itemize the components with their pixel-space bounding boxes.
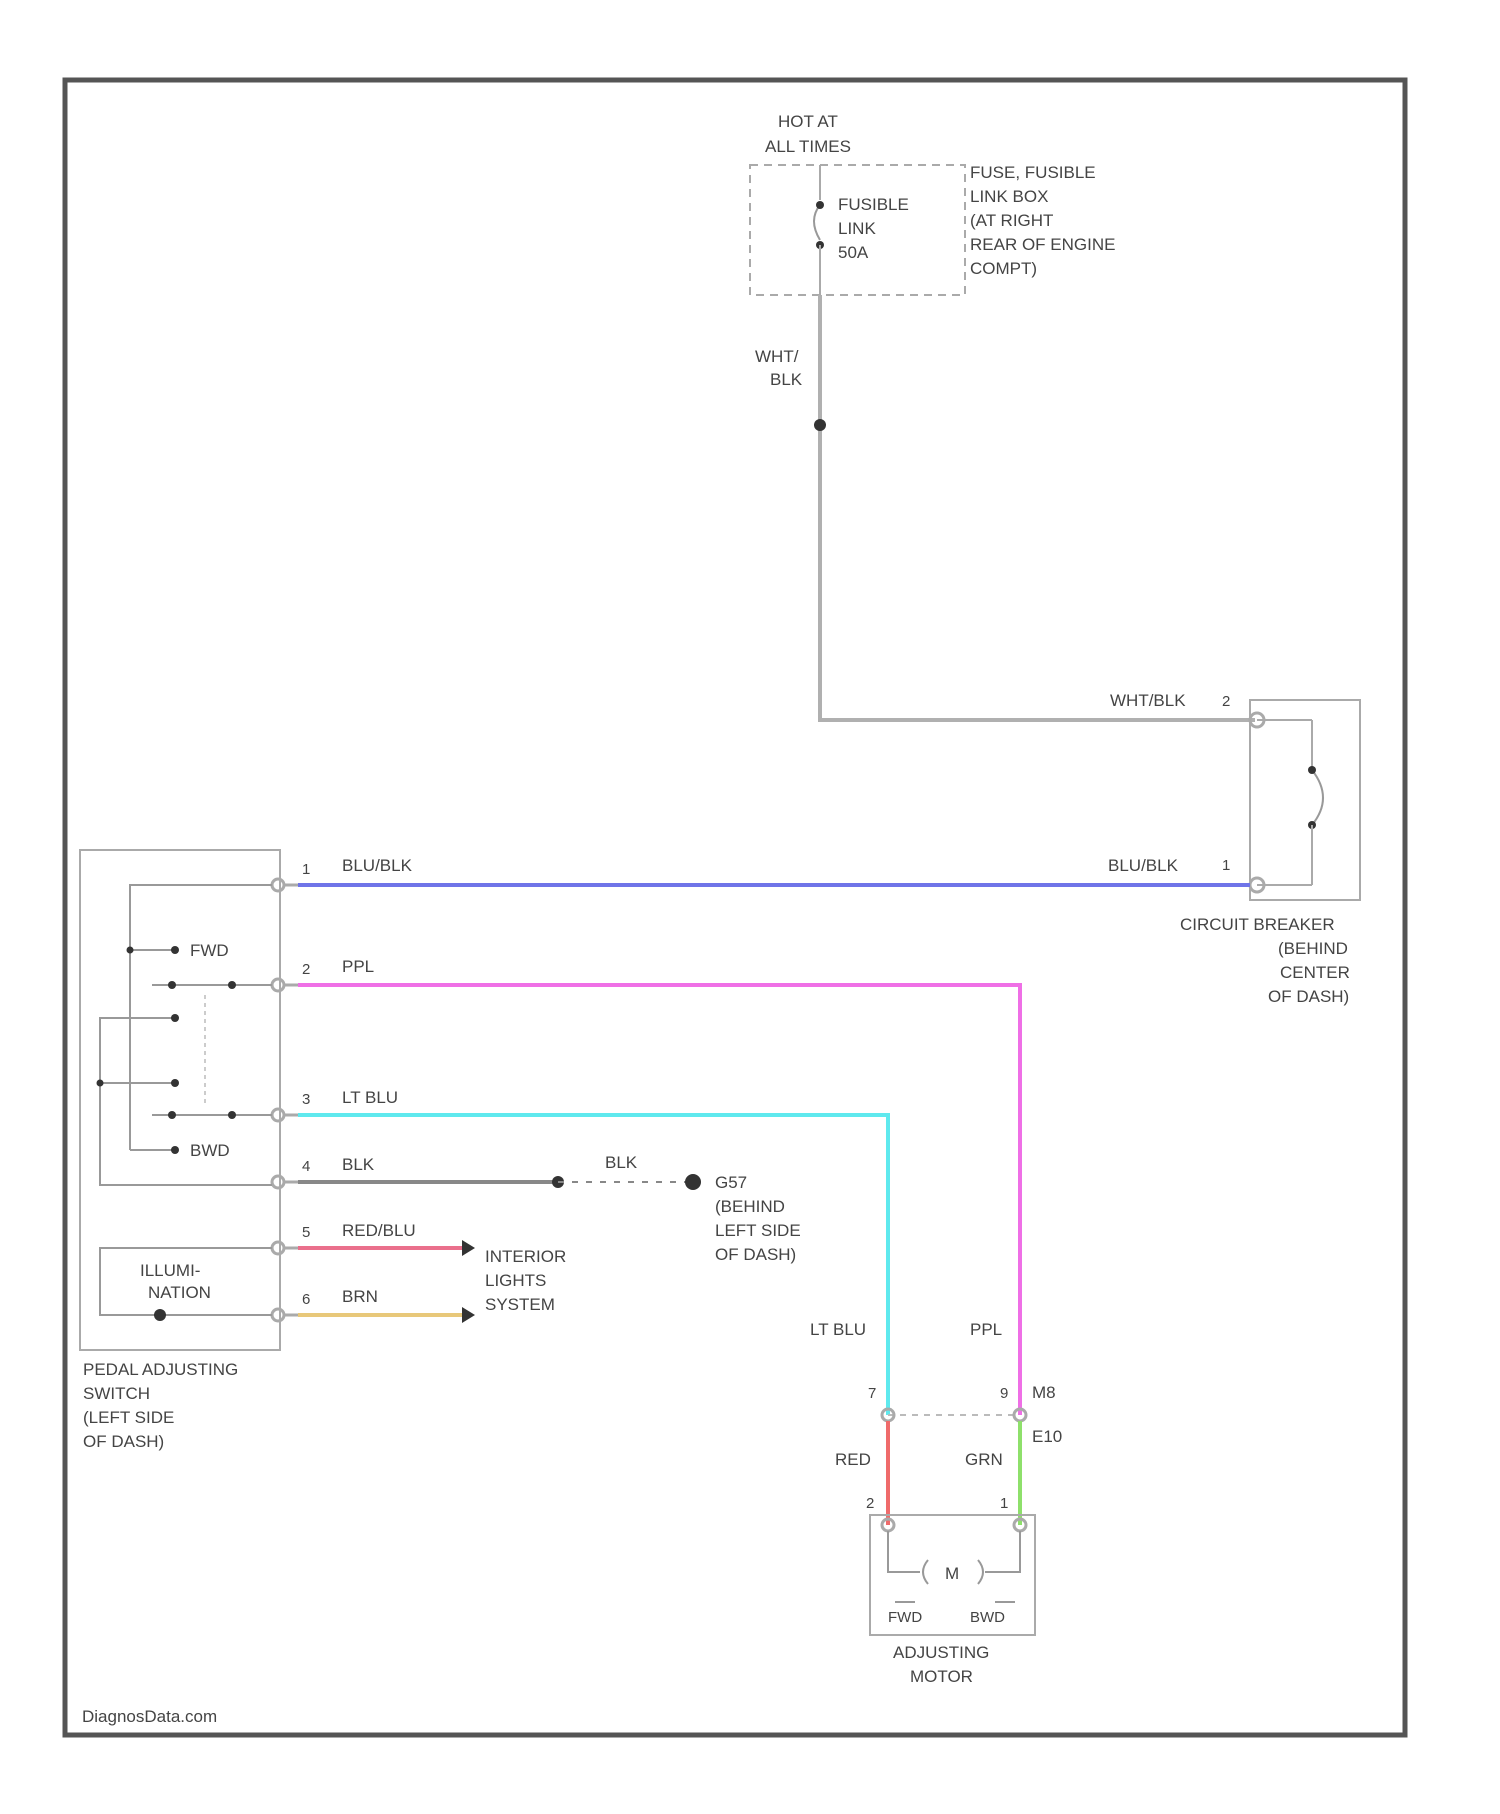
- motor-label-1: ADJUSTING: [893, 1643, 989, 1662]
- wire-label-wht-blk: WHT/BLK: [1110, 691, 1186, 710]
- wire-label-ppl: PPL: [342, 957, 374, 976]
- fuse-box-label-5: COMPT): [970, 259, 1037, 278]
- wire-label-blk-ground: BLK: [605, 1153, 638, 1172]
- ground-label-4: OF DASH): [715, 1245, 796, 1264]
- connector-m8: [882, 1409, 1026, 1421]
- connector-pin-left: 7: [868, 1385, 876, 1402]
- fuse-box-label-3: (AT RIGHT: [970, 211, 1053, 230]
- fusible-link-label-1: FUSIBLE: [838, 195, 909, 214]
- switch-bwd-label: BWD: [190, 1141, 230, 1160]
- interior-lights-label-1: INTERIOR: [485, 1247, 566, 1266]
- cb-label-2: (BEHIND: [1278, 939, 1348, 958]
- switch-illum-label-2: NATION: [148, 1283, 211, 1302]
- motor-pin-left: 2: [866, 1495, 874, 1512]
- switch-label-2: SWITCH: [83, 1384, 150, 1403]
- motor-fwd-label: FWD: [888, 1609, 922, 1626]
- cb-label-3: CENTER: [1280, 963, 1350, 982]
- cb-pin-top: 2: [1222, 693, 1230, 710]
- wire-ppl: [298, 985, 1020, 1415]
- hot-label-1: HOT AT: [778, 112, 838, 131]
- wire-label-blu-blk-right: BLU/BLK: [1108, 856, 1179, 875]
- fusible-link-dot-top: [816, 201, 824, 209]
- wire-label-blk: BLK: [342, 1155, 375, 1174]
- ground-label-3: LEFT SIDE: [715, 1221, 801, 1240]
- hot-label-2: ALL TIMES: [765, 137, 851, 156]
- switch-pin-6: 6: [302, 1291, 310, 1308]
- wire-brn-arrow: [462, 1307, 475, 1323]
- connector-id-1: M8: [1032, 1383, 1056, 1402]
- fuse-box-label-1: FUSE, FUSIBLE: [970, 163, 1096, 182]
- wire-label-lt-blu: LT BLU: [342, 1088, 398, 1107]
- fuse-box-label-4: REAR OF ENGINE: [970, 235, 1115, 254]
- connector-id-2: E10: [1032, 1427, 1062, 1446]
- footer-watermark: DiagnosData.com: [82, 1707, 217, 1726]
- switch-illum-label-1: ILLUMI-: [140, 1261, 200, 1280]
- ground-label-1: G57: [715, 1173, 747, 1192]
- wire-label-brn: BRN: [342, 1287, 378, 1306]
- circuit-breaker: [1250, 700, 1360, 900]
- wire-label-wht-blk-v1: WHT/: [755, 347, 799, 366]
- fuse-box-label-2: LINK BOX: [970, 187, 1048, 206]
- cb-pin-bottom: 1: [1222, 857, 1230, 874]
- switch-pin-4: 4: [302, 1158, 310, 1175]
- cb-label-1: CIRCUIT BREAKER: [1180, 915, 1335, 934]
- switch-label-4: OF DASH): [83, 1432, 164, 1451]
- switch-pin-1: 1: [302, 861, 310, 878]
- wire-lt-blu: [298, 1115, 888, 1415]
- wire-label-grn: GRN: [965, 1450, 1003, 1469]
- switch-label-1: PEDAL ADJUSTING: [83, 1360, 238, 1379]
- wire-label-wht-blk-v2: BLK: [770, 370, 803, 389]
- motor-bwd-label: BWD: [970, 1609, 1005, 1626]
- switch-pin-3: 3: [302, 1091, 310, 1108]
- motor-label-2: MOTOR: [910, 1667, 973, 1686]
- wire-label-red: RED: [835, 1450, 871, 1469]
- splice-dot: [814, 419, 826, 431]
- wire-label-ppl-motor: PPL: [970, 1320, 1002, 1339]
- fusible-link-label-3: 50A: [838, 243, 869, 262]
- wire-red-blu-arrow: [462, 1240, 475, 1256]
- ground-label-2: (BEHIND: [715, 1197, 785, 1216]
- interior-lights-label-3: SYSTEM: [485, 1295, 555, 1314]
- diagram-frame: [65, 80, 1405, 1735]
- cb-label-4: OF DASH): [1268, 987, 1349, 1006]
- connector-pin-right: 9: [1000, 1385, 1008, 1402]
- fusible-link-label-2: LINK: [838, 219, 876, 238]
- ground-dot: [685, 1174, 701, 1190]
- motor-pin-right: 1: [1000, 1495, 1008, 1512]
- wire-label-red-blu: RED/BLU: [342, 1221, 416, 1240]
- motor-symbol: M: [945, 1564, 959, 1583]
- switch-pin-5: 5: [302, 1224, 310, 1241]
- wire-label-lt-blu-motor: LT BLU: [810, 1320, 866, 1339]
- switch-fwd-label: FWD: [190, 941, 229, 960]
- switch-pin-2: 2: [302, 961, 310, 978]
- switch-label-3: (LEFT SIDE: [83, 1408, 174, 1427]
- wire-label-blu-blk-left: BLU/BLK: [342, 856, 413, 875]
- interior-lights-label-2: LIGHTS: [485, 1271, 546, 1290]
